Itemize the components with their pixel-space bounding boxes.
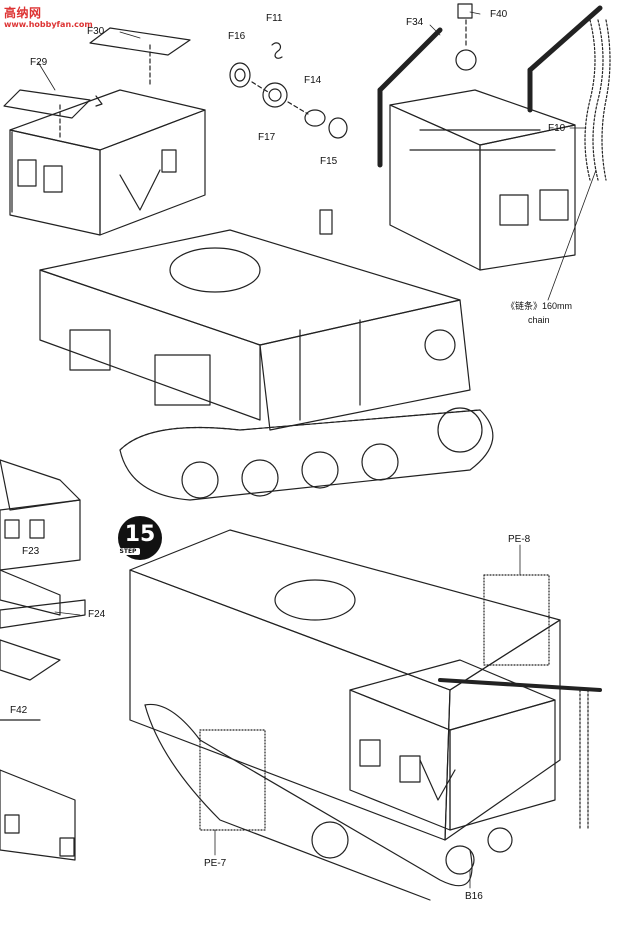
part-label-b16: B16 [465,891,483,902]
part-label-f10: F10 [548,123,566,134]
chain-note-english: chain [528,315,550,325]
part-label-pe7: PE-7 [204,858,227,869]
vehicle-hull-lower [129,529,602,901]
toolbox-assembly-top [3,27,206,236]
part-label-f16: F16 [228,31,246,42]
step-number: 15 [124,522,156,547]
part-label-f30: F30 [87,26,105,37]
left-edge-parts [0,459,86,861]
part-label-f15: F15 [320,156,338,167]
part-label-f29: F29 [30,57,48,68]
part-label-f42: F42 [10,705,28,716]
watermark-logo: 高纳网 [4,6,42,20]
part-label-f17: F17 [258,132,276,143]
vehicle-hull-upper [39,209,494,501]
step-badge: 15 STEP [116,516,162,560]
part-label-f11: F11 [266,13,283,24]
part-label-f40: F40 [490,9,508,20]
leader-lines [37,11,597,889]
part-label-f14: F14 [304,75,322,86]
small-parts-group [229,42,348,139]
part-label-f34: F34 [406,17,424,28]
chain-note-chinese: 《链条》160mm [506,301,573,311]
watermark-url: www.hobbyfan.com [4,20,93,29]
part-label-f24: F24 [88,609,106,620]
step-word: STEP [116,548,140,555]
part-label-pe8: PE-8 [508,534,531,545]
crane-frame [377,3,611,181]
rear-ammo-box [389,89,576,271]
part-label-f23: F23 [22,546,40,557]
